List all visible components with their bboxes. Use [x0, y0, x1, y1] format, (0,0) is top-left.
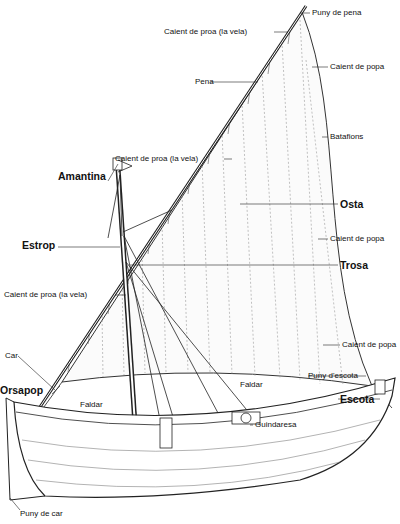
- part-label: Puny d'escota: [308, 371, 358, 381]
- part-label: Batafions: [330, 132, 363, 142]
- part-label: Caient de proa (la vela): [164, 27, 247, 37]
- part-label: Faldar: [240, 380, 263, 390]
- part-label: Car: [5, 351, 18, 361]
- part-label: Amantina: [58, 170, 106, 182]
- part-label: Caient de popa: [342, 340, 396, 350]
- part-label: Escota: [340, 393, 374, 405]
- part-label: Caient de proa (la vela): [115, 154, 198, 164]
- part-label: Pena: [195, 77, 214, 87]
- part-label: Guindaresa: [255, 420, 296, 430]
- part-label: Puny de pena: [312, 8, 361, 18]
- part-label: Caient de popa: [330, 234, 384, 244]
- part-label: Puny de car: [20, 509, 63, 519]
- part-label: Estrop: [22, 239, 55, 251]
- part-label: Osta: [340, 198, 363, 210]
- part-label: Trosa: [340, 259, 368, 271]
- part-label: Orsapop: [0, 384, 43, 396]
- part-label: Faldar: [80, 400, 103, 410]
- part-label: Caient de popa: [330, 62, 384, 72]
- part-label: Caient de proa (la vela): [4, 290, 87, 300]
